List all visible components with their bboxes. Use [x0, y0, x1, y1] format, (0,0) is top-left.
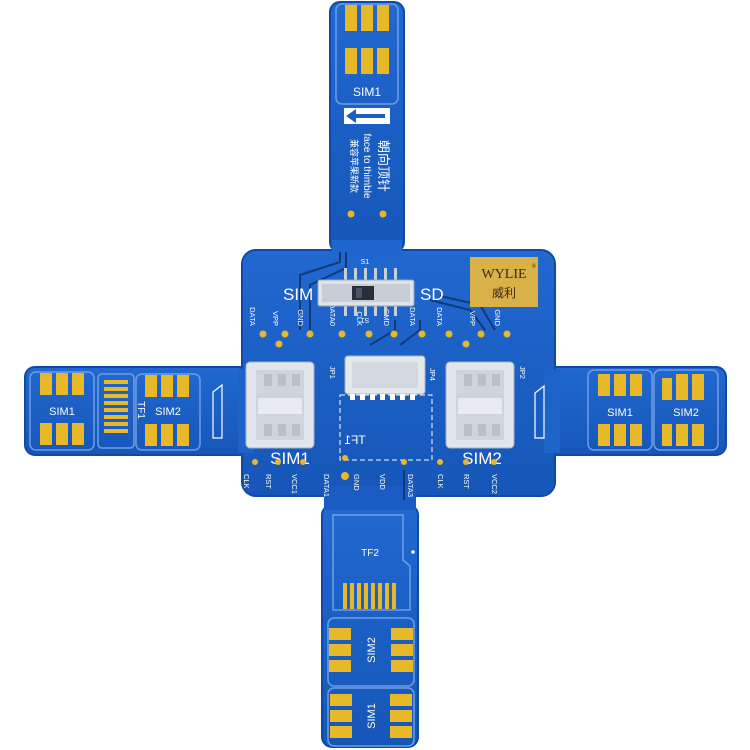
bottom-sim1-contacts	[330, 694, 412, 738]
sim2-socket[interactable]	[445, 361, 515, 449]
left-arm: SIM1 TF1 SIM2	[29, 371, 223, 451]
logo-cn: 威利	[492, 286, 516, 300]
jp2-label: JP2	[518, 366, 527, 379]
pin-label: DATA1	[322, 474, 331, 497]
central-body: DATA VPP GND DATA0 CLK CMD DATA DATA VPP…	[242, 252, 538, 500]
left-tf1-contacts	[104, 380, 128, 433]
pin-label: CLK	[355, 311, 364, 326]
pin-label: DATA	[248, 307, 257, 326]
pin-label: CLK	[436, 474, 445, 489]
sim1-socket[interactable]	[245, 361, 315, 449]
via	[379, 210, 387, 218]
bottom-sim2-label: SIM2	[366, 637, 378, 663]
pin-label: DATA0	[328, 303, 337, 326]
pin-label: DATA	[408, 307, 417, 326]
bottom-arm: TF2 SIM2 SIM1	[327, 514, 415, 747]
top-pin-row: DATA VPP GND DATA0 CLK CMD DATA DATA VPP…	[248, 303, 511, 348]
top-sim1-frame	[335, 3, 399, 105]
left-tf1-label: TF1	[135, 401, 146, 419]
switch-sim-label: SIM	[283, 285, 313, 304]
pin-label: VDD	[378, 474, 387, 490]
logo-reg: ®	[531, 263, 536, 270]
bottom-tf2-label: TF2	[361, 548, 379, 559]
note-cn-face-thimble: 朝向顶针	[376, 140, 391, 192]
pin-label: GND	[352, 474, 361, 491]
pin-label: CMD	[382, 309, 391, 327]
pin-label: VPP	[271, 311, 280, 326]
sim-sd-slide-switch[interactable]	[317, 268, 415, 316]
logo-en: WYLIE	[481, 267, 526, 282]
pin-label: VPP	[468, 311, 477, 326]
socket-sim1-label: SIM1	[270, 449, 310, 468]
pin-label: RST	[462, 474, 471, 489]
socket-sim2-label: SIM2	[462, 449, 502, 468]
left-sim1-label: SIM1	[49, 406, 75, 418]
note-en-face-thimble: face to thimble	[361, 133, 372, 198]
pin-label: VCC2	[490, 474, 499, 494]
pin-label: GND	[493, 309, 502, 326]
pin-label: VCC1	[290, 474, 299, 494]
via	[347, 210, 355, 218]
right-sim2-contacts	[662, 374, 704, 446]
left-sim2-label: SIM2	[155, 406, 181, 418]
bottom-pin-row: CLK RST VCC1 DATA1 GND VDD DATA3 CLK RST…	[242, 459, 499, 497]
pin-label: GND	[296, 309, 305, 326]
note-cn-compatible: 兼容苹果新款	[349, 139, 360, 193]
right-arm: SIM1 SIM2	[534, 369, 719, 451]
bottom-sim2-contacts	[329, 628, 413, 672]
pin-label: CLK	[242, 474, 251, 489]
switch-ref: S1	[361, 259, 370, 266]
right-sim2-label: SIM2	[673, 407, 699, 419]
arrow-left-icon	[344, 108, 390, 124]
top-sim1-label: SIM1	[353, 85, 381, 99]
jp1-label: JP1	[328, 366, 337, 379]
right-sim1-contacts	[598, 374, 642, 446]
left-sim1-contacts	[40, 373, 84, 445]
left-sim2-contacts	[145, 375, 189, 446]
bottom-tf2-contacts	[343, 583, 396, 609]
jp4-label: JP4	[428, 368, 437, 381]
keyed-outline	[212, 383, 223, 439]
switch-sd-label: SD	[420, 285, 444, 304]
pin-label: DATA	[435, 307, 444, 326]
switch-ref-mirror: S1	[361, 316, 370, 323]
bottom-sim1-label: SIM1	[366, 703, 378, 729]
pin-label: RST	[264, 474, 273, 489]
right-sim1-label: SIM1	[607, 407, 633, 419]
switch-knob[interactable]	[352, 286, 374, 300]
top-sim1-contacts	[345, 5, 389, 74]
pin-label: DATA3	[406, 474, 415, 497]
tf1-mirror-label: TF1	[344, 433, 366, 447]
tf-socket[interactable]	[339, 355, 433, 461]
top-arm: SIM1 朝向顶针 face to thimble 兼容苹果新款	[335, 3, 399, 218]
wylie-logo: WYLIE ® 威利	[470, 257, 538, 307]
